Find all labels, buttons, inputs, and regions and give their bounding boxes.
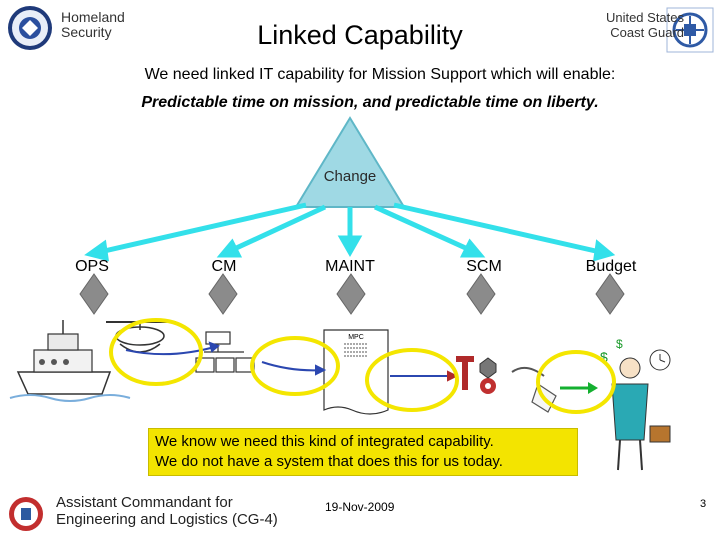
arrow-to-ops	[99, 202, 307, 255]
uscg-org-name: United States Coast Guard	[560, 10, 684, 40]
diamond-scm	[466, 273, 496, 315]
uscg-org-line2: Coast Guard	[610, 25, 684, 40]
uscg-emblem-icon	[666, 7, 714, 53]
footer-org-line1: Assistant Commandant for	[56, 494, 233, 511]
arrow-to-budget	[393, 202, 601, 255]
ship-icon	[9, 320, 131, 402]
intro-line-2: Predictable time on mission, and predict…	[141, 94, 599, 111]
node-diamonds	[79, 273, 625, 315]
intro-line-1: We need linked IT capability for Mission…	[144, 66, 616, 83]
dhs-org-name: Homeland Security	[61, 10, 125, 40]
diamond-cm	[208, 273, 238, 315]
diamond-maint	[336, 273, 366, 315]
page-number: 3	[700, 498, 707, 510]
dhs-org-line2: Security	[61, 24, 112, 40]
change-label: Change	[323, 168, 377, 185]
change-triangle	[294, 116, 406, 208]
arrow-to-cm	[230, 204, 327, 253]
footer-date: 19-Nov-2009	[325, 500, 395, 514]
dhs-seal-icon	[8, 6, 52, 50]
callout-line-1: We know we need this kind of integrated …	[155, 433, 494, 450]
node-label-ops: OPS	[75, 258, 109, 275]
org-chart-icon	[195, 331, 255, 373]
svg-text:$: $	[616, 337, 623, 351]
node-label-cm: CM	[211, 258, 237, 275]
change-arrows	[84, 202, 616, 262]
arrow-to-scm	[373, 204, 472, 253]
green-arrow	[560, 382, 598, 394]
node-label-budget: Budget	[585, 258, 637, 275]
footer-org-name: Assistant Commandant for Engineering and…	[56, 494, 278, 528]
callout-box: We know we need this kind of integrated …	[148, 428, 578, 476]
slide-title: Linked Capability	[257, 20, 463, 50]
diamond-ops	[79, 273, 109, 315]
node-label-scm: SCM	[466, 258, 502, 275]
mpc-doc-label: MPC	[348, 334, 364, 341]
callout-line-2: We do not have a system that does this f…	[155, 453, 503, 470]
ellipse-scm-budget	[536, 350, 616, 414]
diamond-budget	[595, 273, 625, 315]
svg-text:$: $	[600, 349, 608, 365]
parts-icon	[456, 356, 497, 394]
link-arrows	[125, 341, 459, 382]
link-highlight-ellipses	[109, 318, 616, 414]
businesswoman-icon: $ $	[600, 337, 671, 471]
ellipse-ops-cm	[109, 318, 203, 386]
uscg-org-line1: United States	[605, 10, 684, 25]
footer-org-line2: Engineering and Logistics (CG-4)	[56, 511, 278, 528]
node-label-maint: MAINT	[325, 258, 375, 275]
dhs-org-line1: Homeland	[61, 9, 125, 25]
ellipse-cm-maint	[250, 336, 340, 396]
cg4-emblem-icon	[9, 497, 43, 531]
ellipse-maint-scm	[365, 348, 459, 412]
